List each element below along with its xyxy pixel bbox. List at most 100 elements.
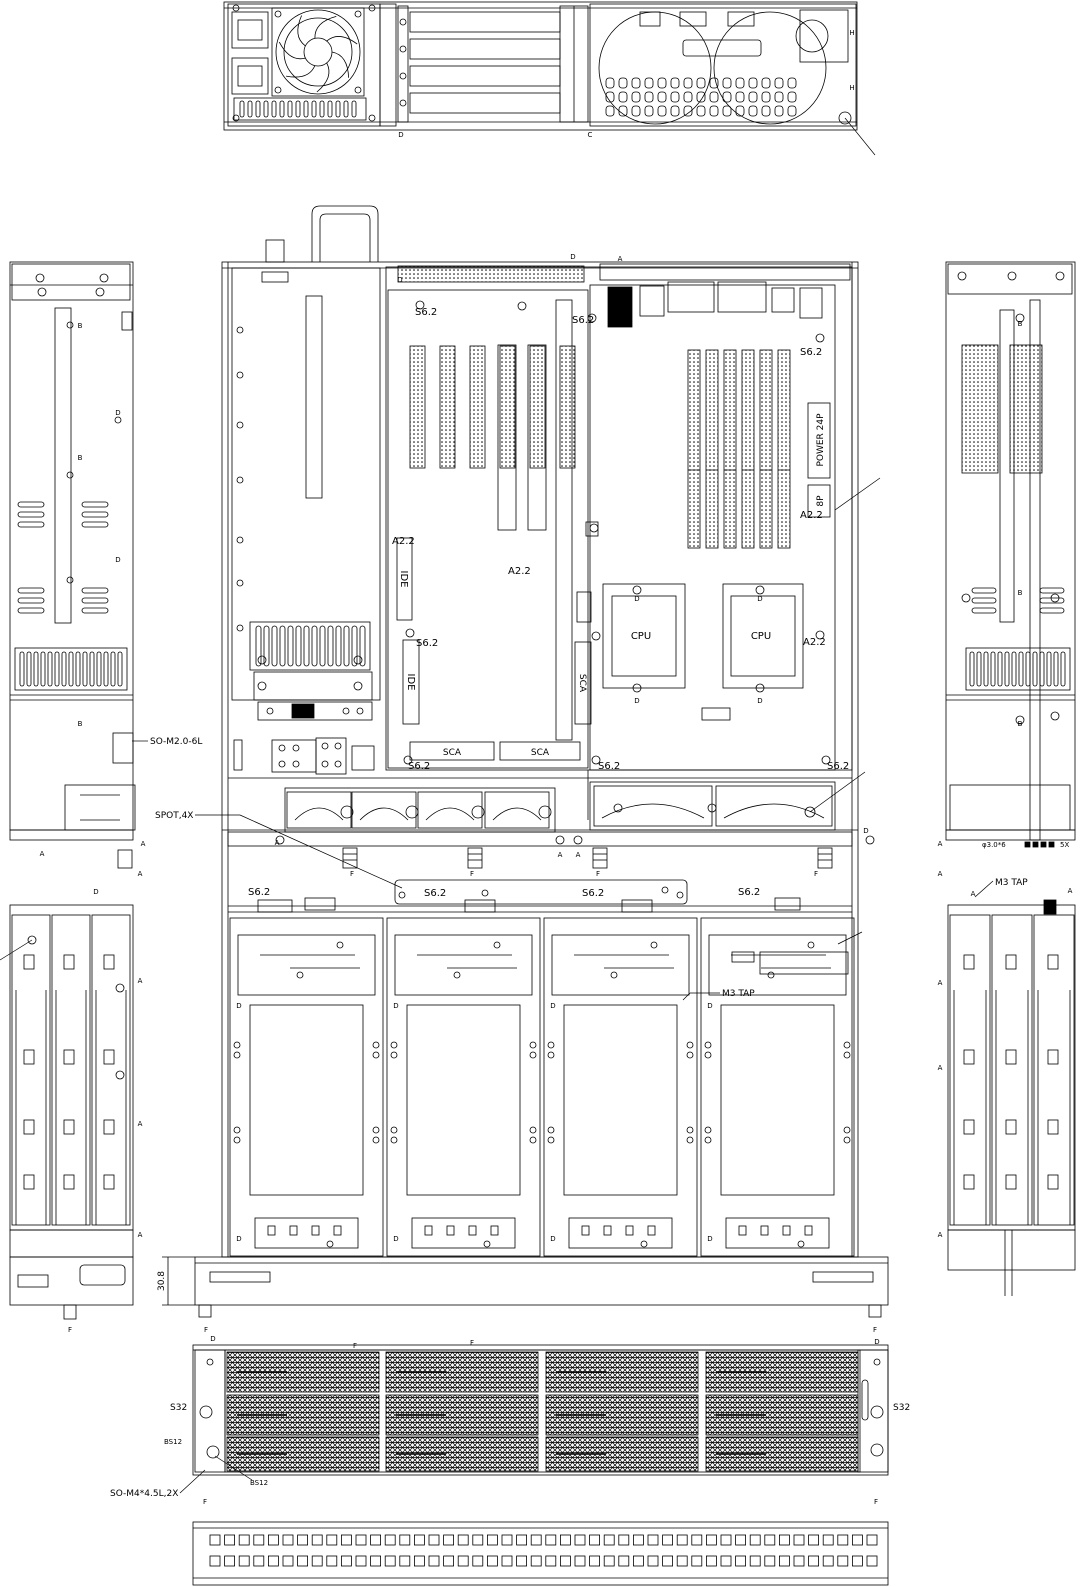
- cpu-socket: [602, 583, 686, 689]
- datum-letter: F: [470, 1339, 474, 1347]
- datum-letter: A: [558, 851, 563, 859]
- side-screw: [114, 416, 122, 424]
- bezel-vent-square: [224, 1534, 236, 1546]
- io-shield: [599, 263, 851, 281]
- datum-letter: C: [588, 131, 593, 139]
- fan-screw: [354, 10, 362, 18]
- vent-slot: [343, 100, 349, 118]
- bezel-vent-square: [297, 1534, 309, 1546]
- screw-callout-a2-2: A2.2: [803, 637, 826, 648]
- latch-block: [1043, 899, 1057, 915]
- ac-inlet: [231, 57, 269, 95]
- vent-slot: [247, 100, 253, 118]
- bios-chip: [607, 286, 633, 328]
- drive-screw: [390, 1126, 398, 1134]
- drive-tray: [249, 1004, 364, 1196]
- hole-marker: [1024, 841, 1031, 848]
- fan-blade: [286, 65, 316, 78]
- vent-slot: [255, 625, 262, 667]
- rear-flange: [11, 263, 131, 301]
- handle-latch-window: [647, 1225, 656, 1236]
- bezel-vent-square: [238, 1534, 250, 1546]
- vent-slot: [657, 91, 667, 103]
- bezel-vent-square: [209, 1555, 221, 1567]
- vent-slot: [40, 651, 46, 687]
- bezel-vent-square: [793, 1555, 805, 1567]
- bezel-vent-square: [530, 1555, 542, 1567]
- standoff: [112, 732, 134, 764]
- handle-latch-window: [760, 1225, 769, 1236]
- datum-letter: F: [203, 1498, 207, 1506]
- bezel-slot: [209, 1271, 271, 1283]
- vent-slot: [971, 597, 997, 604]
- datum-letter: A: [40, 850, 45, 858]
- fan-screw: [274, 10, 282, 18]
- riser-card: [497, 344, 517, 531]
- slot-screw: [399, 72, 407, 80]
- bezel-vent-square: [428, 1534, 440, 1546]
- sca-label: SCA: [443, 748, 462, 758]
- chassis-screw: [573, 835, 583, 845]
- vent-slot: [110, 651, 116, 687]
- system-fan: [593, 785, 713, 827]
- vent-slot: [68, 651, 74, 687]
- bezel-vent-square: [311, 1555, 323, 1567]
- drive-tray: [563, 1004, 678, 1196]
- datum-letter: F: [873, 1326, 877, 1334]
- connector-pin: [278, 744, 286, 752]
- cpu-power-connector: [807, 484, 831, 518]
- psu-switch: [291, 703, 315, 719]
- vent-slot: [19, 651, 25, 687]
- standoff: [517, 301, 527, 311]
- expansion-slot-cover: [409, 65, 561, 87]
- handle-latch-window: [333, 1225, 342, 1236]
- rear-io-cutout: [799, 9, 849, 63]
- vent-slot: [26, 651, 32, 687]
- bezel-vent-square: [413, 1555, 425, 1567]
- psu-vent: [233, 97, 367, 121]
- rack-screw: [870, 1443, 884, 1457]
- vent-slot: [735, 77, 745, 89]
- slot-bracket-rail: [397, 5, 409, 123]
- drive-screw: [547, 1051, 555, 1059]
- drive-screw: [686, 1126, 694, 1134]
- drive-screw: [233, 1041, 241, 1049]
- vent-slot: [263, 100, 269, 118]
- bezel-vent-square: [662, 1555, 673, 1567]
- datum-letter: A: [938, 1231, 943, 1239]
- ide-label: IDE: [398, 571, 409, 588]
- rear-flange: [947, 263, 1073, 295]
- parallel-port: [682, 39, 762, 57]
- fan-duct: [64, 784, 136, 831]
- screw-callout-s6-2: S6.2: [416, 638, 438, 649]
- datum-letter: A: [138, 870, 143, 878]
- datum-letter: A: [1068, 887, 1073, 895]
- latch-window: [1047, 1119, 1059, 1135]
- bezel-vent-square: [340, 1534, 352, 1546]
- bezel-vent-square: [706, 1534, 717, 1546]
- psu-screw: [236, 624, 244, 632]
- datum-letter: A: [938, 870, 943, 878]
- bezel-vent-square: [486, 1534, 498, 1546]
- vent-slot: [81, 607, 109, 614]
- system-fan: [715, 785, 833, 827]
- psu-screw: [257, 655, 267, 665]
- vent-slot: [279, 625, 286, 667]
- drive-tray: [720, 1004, 835, 1196]
- drive-cage-bracket: [394, 934, 533, 996]
- backplane-connector: [257, 899, 293, 913]
- bezel-vent-square: [589, 1534, 600, 1546]
- rear-screw: [232, 114, 240, 122]
- standoff-m4-callout: SO-M4*4.5L,2X: [110, 1489, 178, 1499]
- bezel-vent-square: [793, 1534, 805, 1546]
- bezel-vent-square: [443, 1555, 455, 1567]
- bezel-vent-square: [603, 1555, 615, 1567]
- fan-screw: [707, 803, 717, 813]
- datum-letter: B: [1018, 320, 1023, 328]
- bezel-vent-square: [618, 1555, 630, 1567]
- latch-window: [23, 1119, 35, 1135]
- bezel-vent-square: [486, 1555, 498, 1567]
- vent-slot: [81, 501, 109, 508]
